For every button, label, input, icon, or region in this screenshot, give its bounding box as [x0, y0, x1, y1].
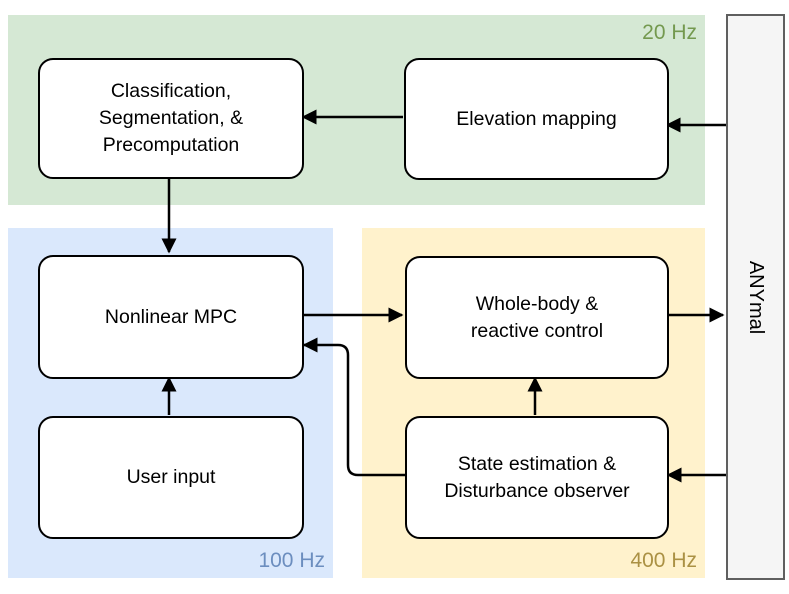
- node-user-input: User input: [38, 416, 304, 539]
- rate-label-100hz: 100 Hz: [258, 549, 325, 572]
- node-elevation-mapping: Elevation mapping: [404, 58, 669, 180]
- rate-label-20hz: 20 Hz: [642, 21, 697, 44]
- robot-hardware-bar: ANYmal: [726, 14, 785, 580]
- rate-label-400hz: 400 Hz: [630, 549, 697, 572]
- node-nonlinear-mpc: Nonlinear MPC: [38, 255, 304, 379]
- arrow-stateest-to-mpc-feedback: [302, 337, 405, 477]
- node-whole-body-reactive-control: Whole-body & reactive control: [405, 256, 669, 379]
- node-state-estimation-disturbance-observer: State estimation & Disturbance observer: [405, 416, 669, 539]
- robot-hardware-label: ANYmal: [745, 260, 768, 334]
- node-classification-segmentation-precomputation: Classification, Segmentation, & Precompu…: [38, 58, 304, 179]
